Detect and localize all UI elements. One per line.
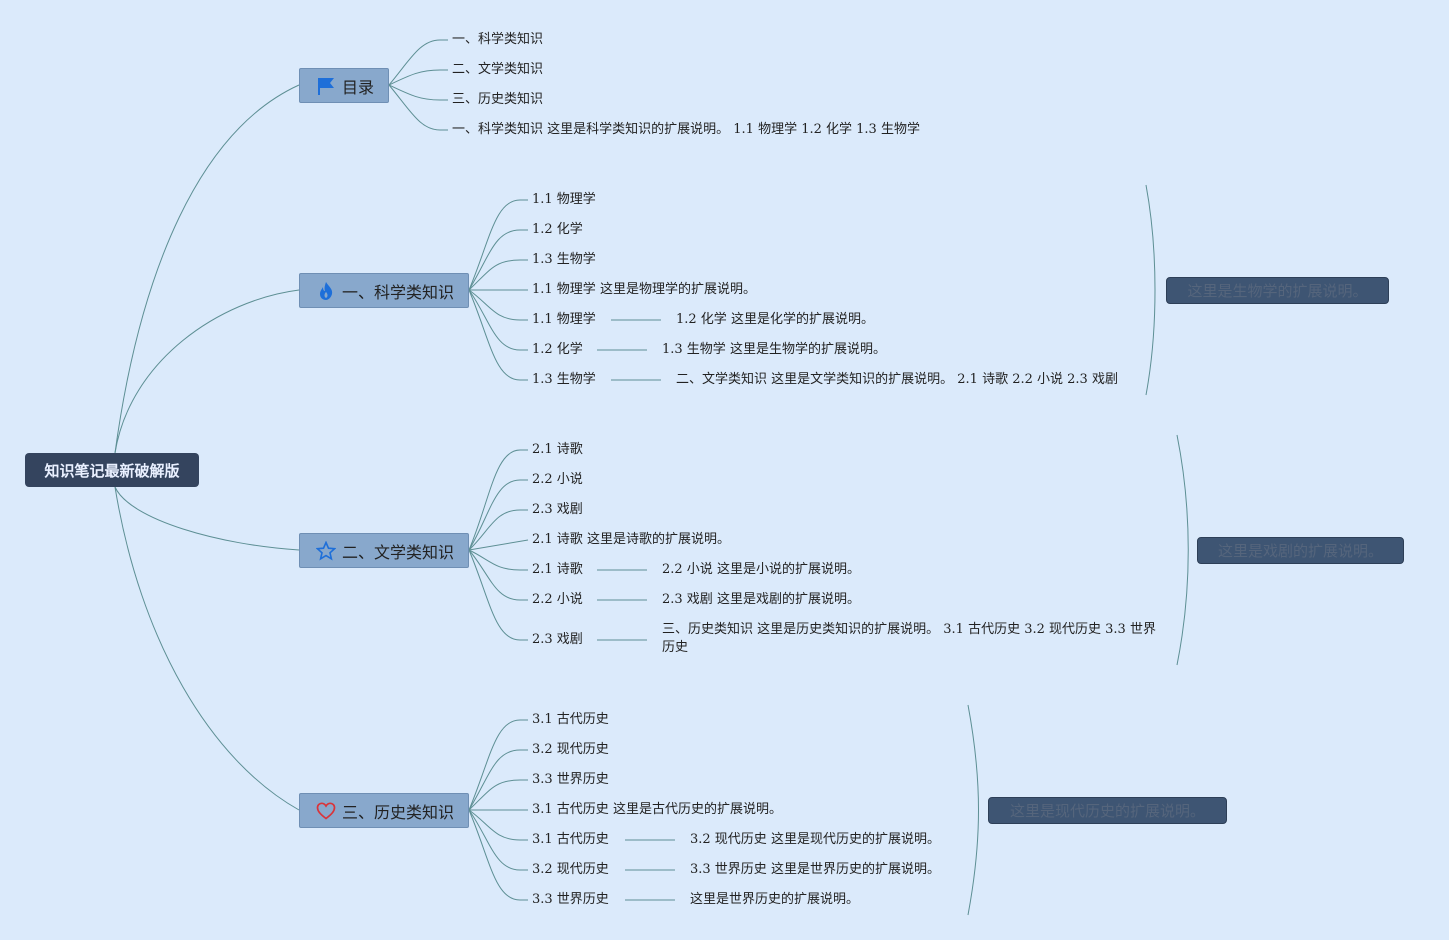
science-item[interactable]: 1.3 生物学 xyxy=(532,252,596,267)
history-pair-left[interactable]: 3.2 现代历史 xyxy=(532,862,609,877)
science-item[interactable]: 1.1 物理学 xyxy=(532,192,596,207)
topic-literature[interactable]: 二、文学类知识 xyxy=(299,533,469,568)
toc-item[interactable]: 一、科学类知识 xyxy=(452,32,544,47)
literature-pair-right[interactable]: 2.3 戏剧 这里是戏剧的扩展说明。 xyxy=(662,592,860,607)
topic-label: 二、文学类知识 xyxy=(342,542,455,562)
summary-label: 这里是戏剧的扩展说明。 xyxy=(1217,542,1383,560)
science-pair-left[interactable]: 1.1 物理学 xyxy=(532,312,596,327)
history-summary[interactable]: 这里是现代历史的扩展说明。 xyxy=(988,797,1227,824)
summary-label: 这里是生物学的扩展说明。 xyxy=(1187,282,1368,300)
flag-icon xyxy=(316,76,336,96)
history-pair-left[interactable]: 3.3 世界历史 xyxy=(532,892,609,907)
heart-icon xyxy=(316,801,336,821)
star-icon xyxy=(316,540,336,561)
literature-summary[interactable]: 这里是戏剧的扩展说明。 xyxy=(1197,537,1404,564)
topic-science[interactable]: 一、科学类知识 xyxy=(299,273,469,308)
topic-label: 三、历史类知识 xyxy=(342,802,455,822)
history-pair-right[interactable]: 3.2 现代历史 这里是现代历史的扩展说明。 xyxy=(690,832,940,847)
science-pair-left[interactable]: 1.2 化学 xyxy=(532,342,583,357)
topic-label: 目录 xyxy=(342,77,375,97)
topic-history[interactable]: 三、历史类知识 xyxy=(299,793,469,828)
science-summary[interactable]: 这里是生物学的扩展说明。 xyxy=(1166,277,1389,304)
literature-pair-right[interactable]: 2.2 小说 这里是小说的扩展说明。 xyxy=(662,562,860,577)
toc-item[interactable]: 一、科学类知识 这里是科学类知识的扩展说明。 1.1 物理学 1.2 化学 1.… xyxy=(452,122,920,137)
history-item[interactable]: 3.2 现代历史 xyxy=(532,742,609,757)
history-item[interactable]: 3.1 古代历史 这里是古代历史的扩展说明。 xyxy=(532,802,782,817)
toc-item[interactable]: 三、历史类知识 xyxy=(452,92,544,107)
history-item[interactable]: 3.3 世界历史 xyxy=(532,772,609,787)
literature-item[interactable]: 2.2 小说 xyxy=(532,472,583,487)
literature-item[interactable]: 2.3 戏剧 xyxy=(532,502,583,517)
science-pair-right[interactable]: 1.2 化学 这里是化学的扩展说明。 xyxy=(676,312,874,327)
literature-pair-left[interactable]: 2.2 小说 xyxy=(532,592,583,607)
topic-label: 一、科学类知识 xyxy=(342,282,455,302)
summary-label: 这里是现代历史的扩展说明。 xyxy=(1009,802,1205,820)
history-pair-right[interactable]: 3.3 世界历史 这里是世界历史的扩展说明。 xyxy=(690,862,940,877)
science-pair-left[interactable]: 1.3 生物学 xyxy=(532,372,596,387)
history-pair-left[interactable]: 3.1 古代历史 xyxy=(532,832,609,847)
science-item[interactable]: 1.1 物理学 这里是物理学的扩展说明。 xyxy=(532,282,756,297)
flame-icon xyxy=(316,281,336,301)
literature-item[interactable]: 2.1 诗歌 xyxy=(532,442,583,457)
toc-item[interactable]: 二、文学类知识 xyxy=(452,62,544,77)
history-pair-right[interactable]: 这里是世界历史的扩展说明。 xyxy=(690,892,860,907)
topic-toc[interactable]: 目录 xyxy=(299,68,389,103)
literature-pair-left[interactable]: 2.1 诗歌 xyxy=(532,562,583,577)
root-node[interactable]: 知识笔记最新破解版 xyxy=(25,453,199,487)
science-pair-right[interactable]: 二、文学类知识 这里是文学类知识的扩展说明。 2.1 诗歌 2.2 小说 2.3… xyxy=(676,372,1118,387)
literature-pair-right[interactable]: 三、历史类知识 这里是历史类知识的扩展说明。 3.1 古代历史 3.2 现代历史… xyxy=(662,622,1156,655)
history-item[interactable]: 3.1 古代历史 xyxy=(532,712,609,727)
science-item[interactable]: 1.2 化学 xyxy=(532,222,583,237)
science-pair-right[interactable]: 1.3 生物学 这里是生物学的扩展说明。 xyxy=(662,342,886,357)
literature-pair-left[interactable]: 2.3 戏剧 xyxy=(532,632,583,647)
root-label: 知识笔记最新破解版 xyxy=(44,461,180,480)
literature-item[interactable]: 2.1 诗歌 这里是诗歌的扩展说明。 xyxy=(532,532,730,547)
